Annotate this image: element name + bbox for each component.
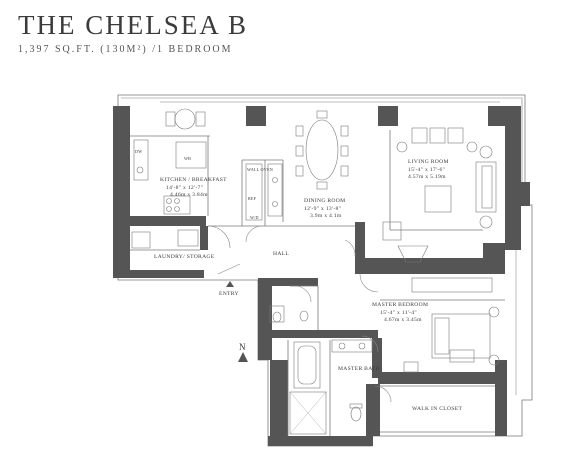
dining-label: DINING ROOM [304, 198, 345, 204]
walk-in-closet-label: WALK IN CLOSET [412, 406, 462, 412]
master-bedroom-dim-ft: 15'-4" x 11'-4" [380, 310, 417, 316]
plan-subtitle: 1,397 SQ.FT. (130M²) /1 BEDROOM [18, 44, 233, 55]
entry-arrow-icon [226, 281, 234, 287]
hall-label: HALL [273, 251, 289, 257]
kitchen-dim-m: 4.46m x 3.84m [170, 192, 208, 198]
ref-label: REF [248, 196, 257, 201]
living-dim-m: 4.57m x 5.19m [408, 174, 446, 180]
dining-dim-m: 3.9m x 4.1m [310, 213, 342, 219]
master-bath-label: MASTER BATH [338, 366, 380, 372]
walls [113, 106, 530, 446]
living-dim-ft: 15'-4" x 17'-6" [408, 167, 445, 173]
living-label: LIVING ROOM [408, 159, 449, 165]
north-arrow-icon: N [238, 342, 248, 362]
kitchen-dim-ft: 14'-8" x 12'-7" [166, 185, 203, 191]
entry-label: ENTRY [219, 291, 239, 297]
wb-label: WB [184, 156, 191, 161]
north-label: N [239, 342, 246, 352]
master-bedroom-dim-m: 4.67m x 3.45m [384, 317, 422, 323]
dining-dim-ft: 12'-9" x 13'-8" [304, 206, 341, 212]
wall-oven-label: WALL OVEN [247, 167, 273, 172]
laundry-label: LAUNDRY/ STORAGE [154, 254, 215, 260]
kitchen-label: KITCHEN / BREAKFAST [160, 177, 227, 183]
dw-label: DW [135, 149, 142, 154]
wd-label: W/D [250, 215, 259, 220]
plan-title: THE CHELSEA B [18, 10, 249, 40]
master-bedroom-label: MASTER BEDROOM [372, 302, 428, 308]
